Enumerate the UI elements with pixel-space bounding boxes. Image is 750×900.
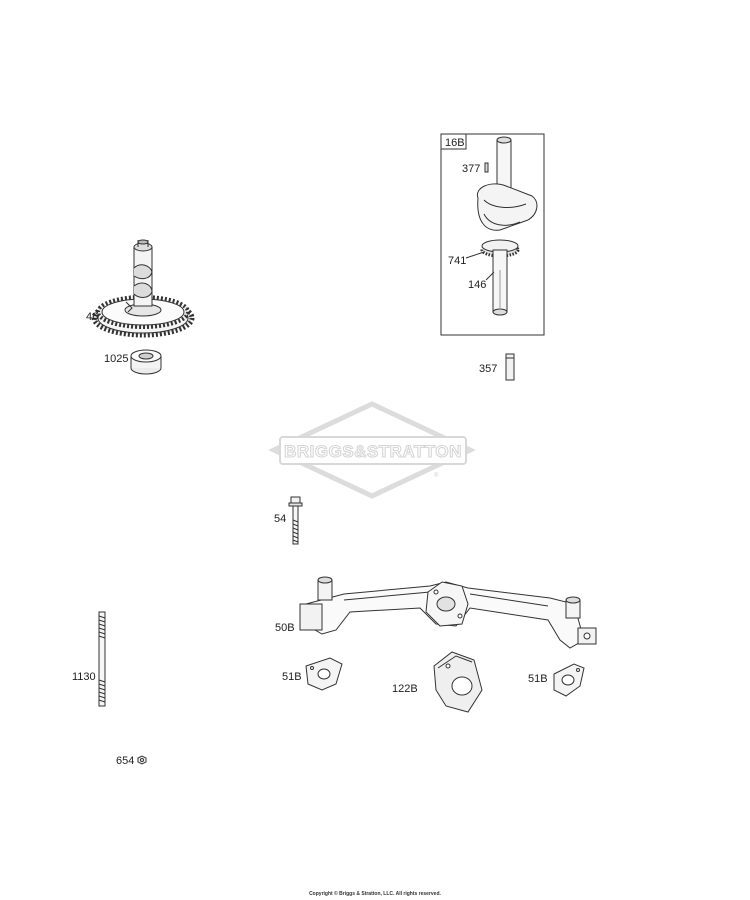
gasket-right-illustration [553, 663, 585, 697]
label-crankshaft-key: 377 [462, 163, 480, 175]
bolt-illustration [288, 496, 303, 545]
intake-manifold-illustration [299, 576, 597, 649]
label-bolt: 54 [274, 513, 286, 525]
callout-box-label: 16B [445, 137, 465, 149]
stud-illustration [98, 611, 106, 707]
gasket-center-illustration [433, 651, 483, 713]
gasket-left-illustration [305, 657, 343, 691]
brand-watermark: BRIGGS&STRATTON ® [268, 401, 476, 499]
label-crank-gear: 741 [448, 255, 466, 267]
key-357-illustration [505, 353, 515, 381]
camshaft-spacer-illustration [130, 349, 162, 375]
watermark-brand-text: BRIGGS&STRATTON [284, 442, 462, 461]
label-crankshaft: 146 [468, 279, 486, 291]
label-key-357: 357 [479, 363, 497, 375]
label-camshaft-spacer: 1025 [104, 353, 128, 365]
label-nut: 654 [116, 755, 134, 767]
camshaft-illustration [91, 239, 195, 338]
label-camshaft: 46 [86, 311, 98, 323]
label-gasket-left: 51B [282, 671, 302, 683]
watermark-registered-mark: ® [434, 472, 439, 479]
label-gasket-center: 122B [392, 683, 418, 695]
crankshaft-illustration [465, 136, 538, 316]
crankshaft-callout-box: 16B [440, 133, 545, 336]
label-stud: 1130 [72, 671, 96, 683]
label-gasket-right: 51B [528, 673, 548, 685]
copyright-footer: Copyright © Briggs & Stratton, LLC. All … [309, 891, 441, 897]
label-manifold: 50B [275, 622, 295, 634]
nut-illustration [137, 755, 147, 765]
